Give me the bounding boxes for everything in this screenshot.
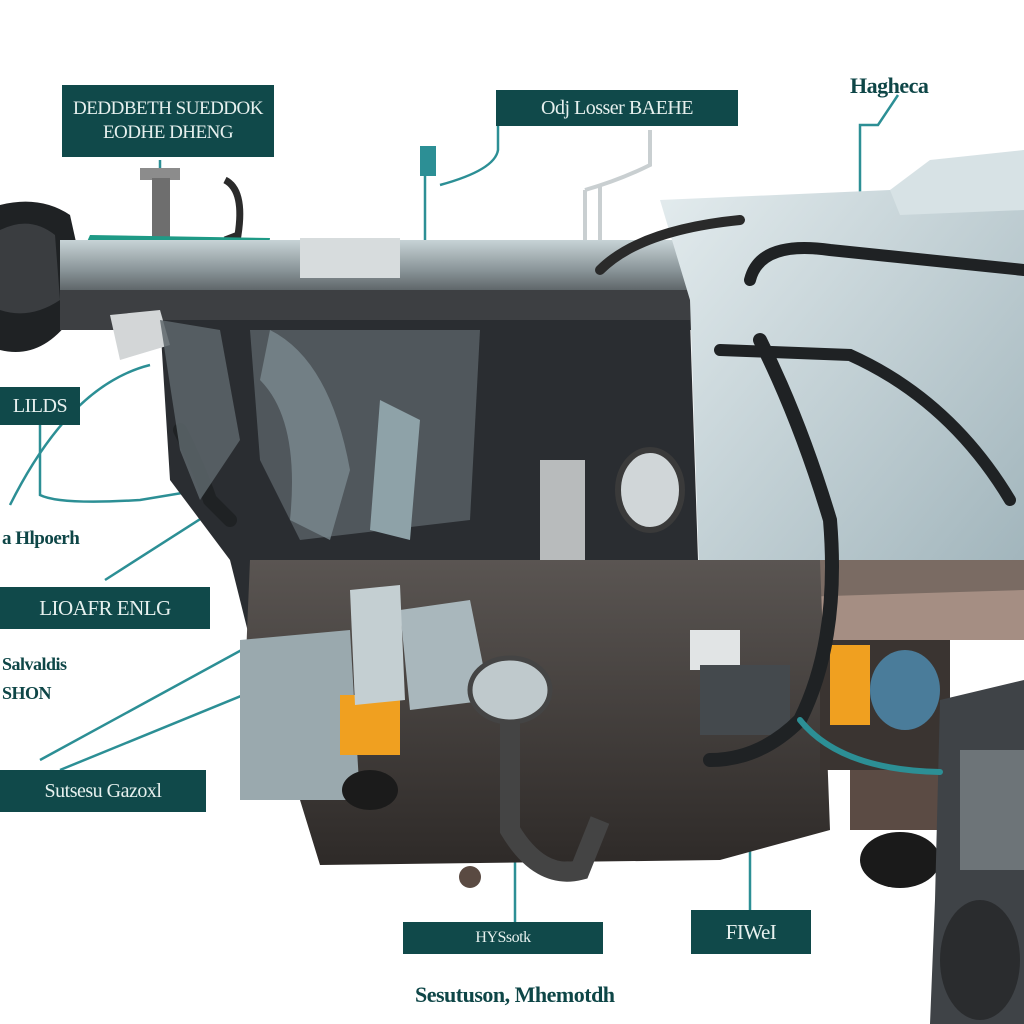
label-left-small-line1: Salvaldis <box>2 654 67 674</box>
label-left-mid: a Hlpoerh <box>2 528 80 549</box>
label-top-right: Hagheca <box>850 73 929 98</box>
label-top-left: DEDDBETH SUEDDOK EODHE DHENG <box>62 85 274 157</box>
label-left-small-line2: SHON <box>2 682 52 703</box>
label-left-upper: LILDS <box>0 387 80 425</box>
label-left-small: Salvaldis SHON <box>2 650 67 708</box>
label-bottom-left: Sutsesu Gazoxl <box>0 770 206 812</box>
label-left-box: LIOAFR ENLG <box>0 587 210 629</box>
label-top-left-line2: EODHE DHENG <box>102 122 234 143</box>
top-bracket <box>140 168 244 244</box>
hoses <box>173 215 1024 775</box>
label-bottom-center: HYSsotk <box>403 922 603 954</box>
right-housing <box>660 150 1024 600</box>
label-bottom-right: FIWeI <box>691 910 811 954</box>
label-top-center: Odj Losser BAEHE <box>496 90 738 126</box>
label-top-left-line1: DEDDBETH SUEDDOK <box>73 98 263 120</box>
round-gauge <box>615 447 685 533</box>
bottom-caption: Sesutuson, Mhemotdh <box>415 982 615 1007</box>
